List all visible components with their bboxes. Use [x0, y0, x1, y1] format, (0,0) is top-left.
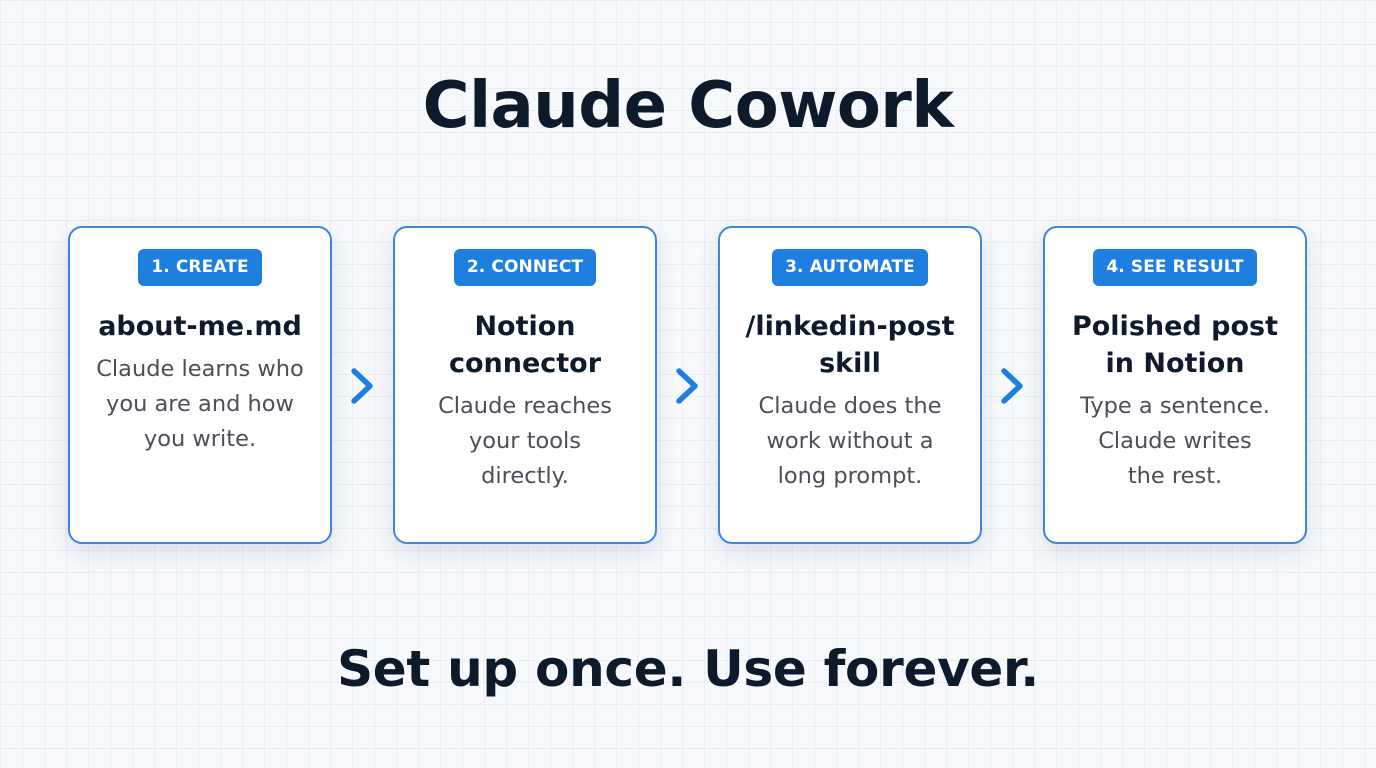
step-description: Claude learns who you are and how you wr…: [70, 352, 330, 457]
step-description-line: Claude learns who: [96, 356, 304, 382]
step-description: Type a sentence. Claude writes the rest.: [1045, 389, 1305, 494]
step-title-line: about-me.md: [98, 311, 302, 342]
step-title: /linkedin-post skill: [720, 308, 980, 382]
step-title-line: skill: [819, 348, 881, 379]
step-description: Claude reaches your tools directly.: [395, 389, 655, 494]
step-description-line: you write.: [143, 426, 257, 452]
chevron-right-icon: [1001, 368, 1023, 404]
step-title-line: in Notion: [1105, 348, 1245, 379]
step-title: Notion connector: [395, 308, 655, 382]
step-description-line: Claude writes: [1098, 428, 1252, 454]
step-description-line: the rest.: [1127, 463, 1223, 489]
step-badge: 4. SEE RESULT: [1093, 249, 1257, 286]
step-description-line: work without a: [766, 428, 934, 454]
chevron-right-icon: [351, 368, 373, 404]
step-description-line: you are and how: [106, 391, 294, 417]
step-title-line: Notion: [474, 311, 576, 342]
step-description-line: Claude does the: [758, 393, 942, 419]
step-description-line: long prompt.: [777, 463, 923, 489]
step-title-line: /linkedin-post: [745, 311, 955, 342]
step-title: about-me.md: [70, 308, 330, 345]
step-badge: 1. CREATE: [138, 249, 262, 286]
step-badge: 3. AUTOMATE: [772, 249, 928, 286]
step-card-see-result: 4. SEE RESULT Polished post in Notion Ty…: [1043, 226, 1307, 544]
step-title: Polished post in Notion: [1045, 308, 1305, 382]
step-description-line: Type a sentence.: [1080, 393, 1270, 419]
step-description-line: your tools: [468, 428, 582, 454]
steps-flow: 1. CREATE about-me.md Claude learns who …: [68, 226, 1308, 544]
chevron-right-icon: [676, 368, 698, 404]
page-title: Claude Cowork: [422, 69, 954, 143]
step-card-create: 1. CREATE about-me.md Claude learns who …: [68, 226, 332, 544]
step-badge: 2. CONNECT: [453, 249, 597, 286]
step-card-automate: 3. AUTOMATE /linkedin-post skill Claude …: [718, 226, 982, 544]
step-description-line: Claude reaches: [438, 393, 612, 419]
step-title-line: Polished post: [1071, 311, 1279, 342]
step-card-connect: 2. CONNECT Notion connector Claude reach…: [393, 226, 657, 544]
tagline: Set up once. Use forever.: [337, 640, 1039, 698]
step-description-line: directly.: [481, 463, 569, 489]
step-description: Claude does the work without a long prom…: [720, 389, 980, 494]
step-title-line: connector: [448, 348, 602, 379]
